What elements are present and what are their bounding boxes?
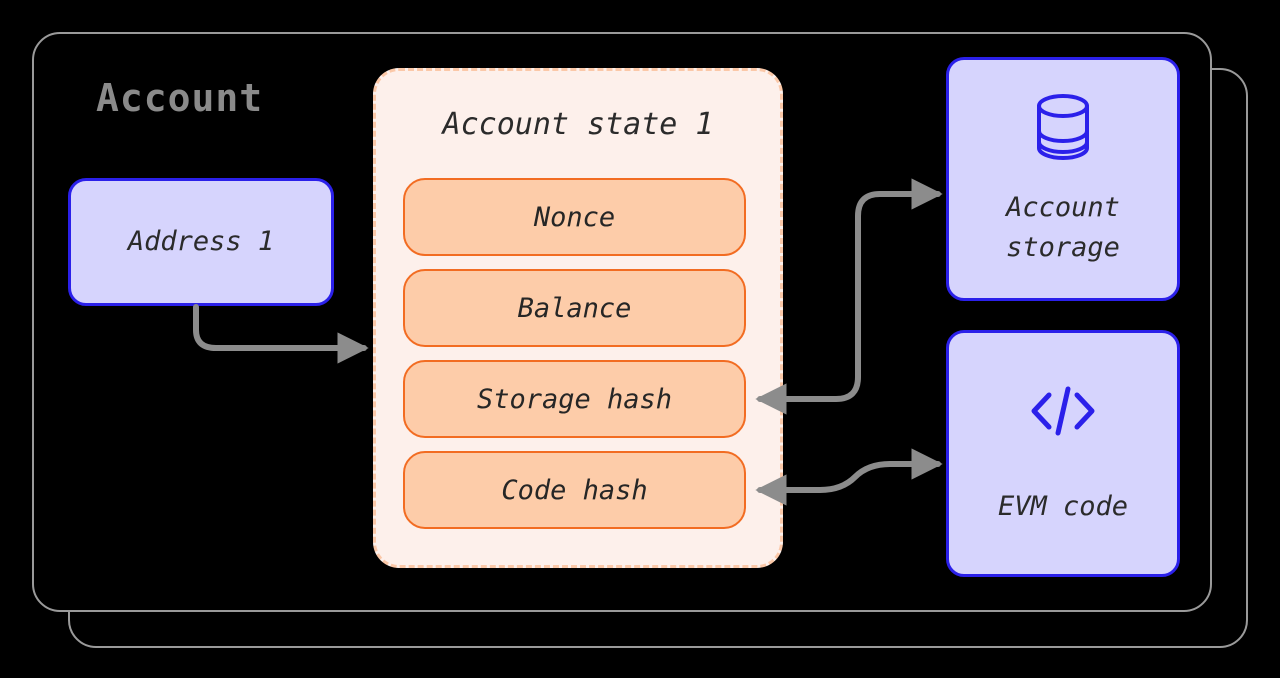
field-pill-label: Nonce [533,201,616,233]
field-pill-storage-hash[interactable]: Storage hash [403,360,746,438]
field-pill-code-hash[interactable]: Code hash [403,451,746,529]
field-pill-label: Storage hash [476,383,673,415]
field-pill-balance[interactable]: Balance [403,269,746,347]
code-brackets-icon [1027,381,1099,452]
field-pill-label: Code hash [501,474,648,506]
database-icon [1032,91,1094,174]
node-address-label: Address 1 [127,226,275,258]
field-pill-label: Balance [517,292,632,324]
node-evm-code-label: EVM code [997,490,1129,522]
node-account-storage[interactable]: Account storage [946,57,1180,301]
node-account-storage-label: Account storage [1006,192,1120,263]
field-pill-nonce[interactable]: Nonce [403,178,746,256]
account-state-title: Account state 1 [442,107,714,142]
page-title: Account [96,76,264,120]
node-evm-code[interactable]: EVM code [946,330,1180,577]
node-address[interactable]: Address 1 [68,178,334,306]
